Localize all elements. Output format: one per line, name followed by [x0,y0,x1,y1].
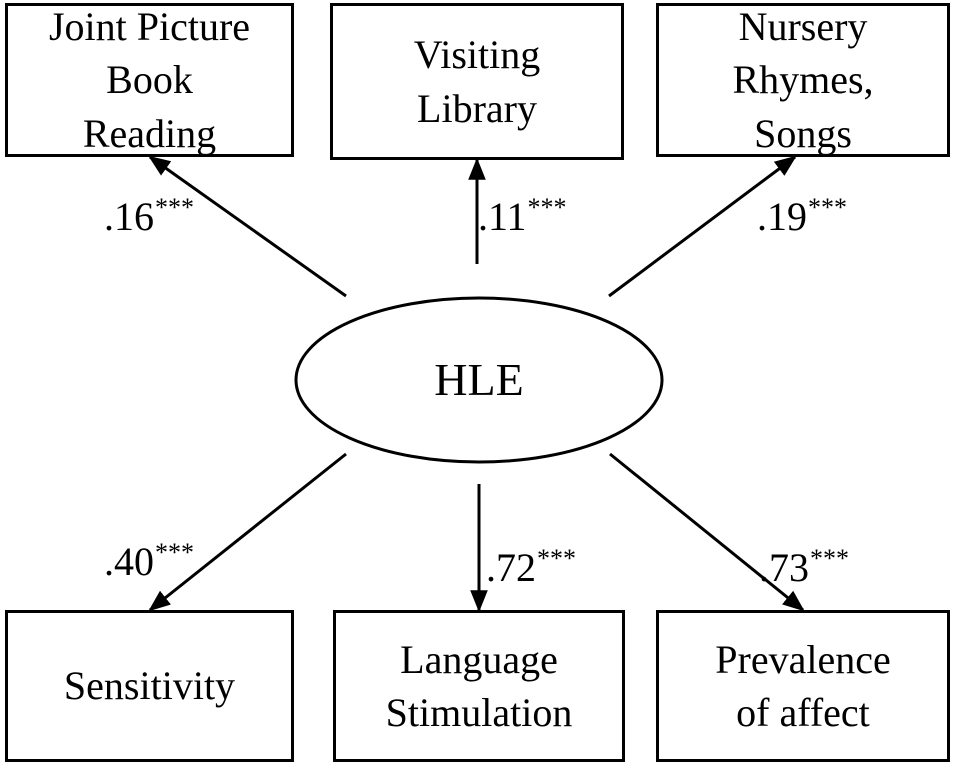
label-line: Language [400,636,558,682]
indicator-label: Visiting Library [414,28,541,134]
coefficient-value: .11 [478,194,527,239]
indicator-label: Language Stimulation [386,633,573,739]
hle-label: HLE [434,354,524,405]
coefficient-nursery-rhymes-songs: .19*** [757,195,847,237]
label-line: Nursery [738,4,868,50]
significance-stars: *** [537,544,576,573]
label-line: Visiting [413,32,541,78]
hle-ellipse [294,296,664,464]
indicator-box-sensitivity: Sensitivity [5,610,294,762]
label-line: Joint Picture [48,4,251,50]
label-line: Reading [82,110,217,156]
coefficient-prevalence-of-affect: .73*** [759,546,849,588]
indicator-label: Prevalence of affect [715,633,890,739]
label-line: Library [417,85,537,131]
label-line: Book [106,57,193,103]
significance-stars: *** [155,193,194,222]
label-line: Prevalence [715,636,891,682]
coefficient-language-stimulation: .72*** [486,546,576,588]
coefficient-value: .40 [104,539,154,584]
indicator-box-language-stimulation: Language Stimulation [333,610,625,762]
label-line: Sensitivity [63,663,236,709]
coefficient-sensitivity: .40*** [104,540,194,582]
label-line: of affect [736,690,870,735]
coefficient-value: .16 [104,194,154,239]
indicator-label: Sensitivity [64,659,235,712]
indicator-box-nursery-rhymes-songs: Nursery Rhymes, Songs [656,3,950,157]
coefficient-value: .19 [757,194,807,239]
path-arrow-sensitivity [148,452,347,612]
label-line: Rhymes, [732,57,874,103]
indicator-box-joint-picture-book-reading: Joint Picture Book Reading [5,3,294,157]
significance-stars: *** [808,193,847,222]
indicator-box-prevalence-of-affect: Prevalence of affect [656,610,950,762]
coefficient-value: .72 [486,545,536,590]
indicator-box-visiting-library: Visiting Library [330,3,624,160]
indicator-label: Nursery Rhymes, Songs [732,0,873,160]
path-arrow-nursery-rhymes [608,155,797,298]
path-arrow-prevalence-affect [609,452,805,612]
coefficient-joint-picture-book-reading: .16*** [104,195,194,237]
indicator-label: Joint Picture Book Reading [49,0,250,160]
significance-stars: *** [810,544,849,573]
significance-stars: *** [527,193,567,222]
label-line: Stimulation [385,690,573,735]
label-line: Songs [754,110,852,156]
coefficient-visiting-library: .11*** [478,195,567,237]
path-arrow-joint-picture-book [148,155,347,298]
coefficient-value: .73 [759,545,809,590]
significance-stars: *** [155,538,194,567]
